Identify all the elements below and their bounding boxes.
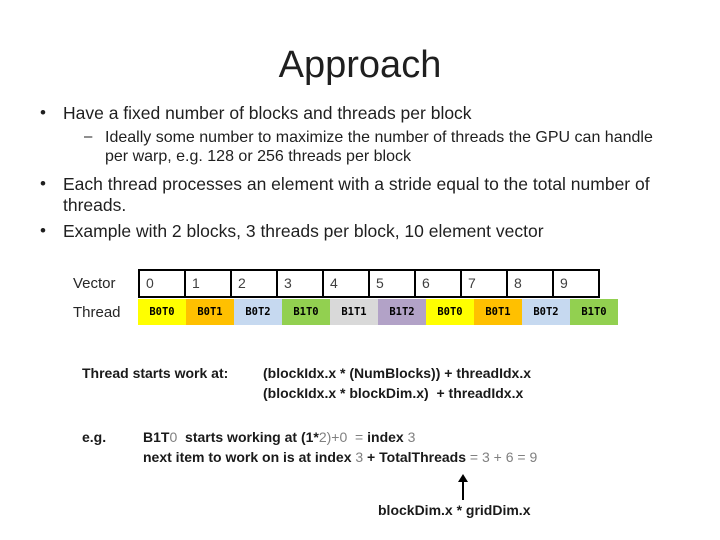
vector-cell: 3 xyxy=(276,269,324,298)
formula-numblocks: (blockIdx.x * (NumBlocks)) + threadIdx.x xyxy=(263,365,532,381)
thread-cell: B1T1 xyxy=(330,299,378,325)
arrow-annotation: blockDim.x * gridDim.x xyxy=(378,502,531,518)
up-arrow-icon xyxy=(456,474,470,500)
example-number: 3 xyxy=(355,449,364,465)
example-line-1: B1T0 starts working at (1*2)+0 = index 3 xyxy=(143,429,415,445)
vector-cell: 0 xyxy=(138,269,186,298)
thread-cell: B1T2 xyxy=(378,299,426,325)
example-text: next item to work on is at index xyxy=(143,449,356,465)
arrow-head xyxy=(458,474,468,482)
thread-cell: B0T0 xyxy=(138,299,186,325)
example-text: TotalThreads xyxy=(379,449,467,465)
page-title: Approach xyxy=(278,44,442,86)
thread-cell: B0T2 xyxy=(522,299,570,325)
example-text: index xyxy=(367,429,408,445)
example-number: 0 xyxy=(169,429,178,445)
bullet-marker: • xyxy=(40,174,46,193)
vector-cell: 8 xyxy=(506,269,554,298)
example-number: = 3 + 6 = 9 xyxy=(466,449,538,465)
thread-cell: B0T0 xyxy=(426,299,474,325)
bullet-item-3: • Example with 2 blocks, 3 threads per b… xyxy=(40,221,663,242)
vector-cell: 1 xyxy=(184,269,232,298)
arrow-stem xyxy=(462,481,464,500)
bullet-text: Have a fixed number of blocks and thread… xyxy=(63,103,472,123)
thread-cell: B0T1 xyxy=(474,299,522,325)
thread-row: B0T0 B0T1 B0T2 B1T0 B1T1 B1T2 B0T0 B0T1 … xyxy=(138,299,618,325)
example-text: starts working at (1* xyxy=(177,429,319,445)
example-operator: = xyxy=(347,429,368,445)
vector-cell: 4 xyxy=(322,269,370,298)
example-number: 3 xyxy=(407,429,416,445)
bullet-item-1: • Have a fixed number of blocks and thre… xyxy=(40,103,663,124)
vector-cell: 5 xyxy=(368,269,416,298)
vector-row: 0 1 2 3 4 5 6 7 8 9 xyxy=(138,269,600,298)
example-text: B1T xyxy=(143,429,170,445)
example-number: 2)+0 xyxy=(318,429,348,445)
bullet-text: Each thread processes an element with a … xyxy=(63,174,650,215)
sub-bullet-marker: – xyxy=(84,128,93,145)
vector-cell: 6 xyxy=(414,269,462,298)
thread-start-label: Thread starts work at: xyxy=(82,365,229,381)
thread-cell: B1T0 xyxy=(282,299,330,325)
thread-cell: B1T0 xyxy=(570,299,618,325)
thread-cell: B0T2 xyxy=(234,299,282,325)
bullet-item-2: • Each thread processes an element with … xyxy=(40,174,663,216)
vector-cell: 9 xyxy=(552,269,600,298)
bullet-marker: • xyxy=(40,103,46,122)
thread-cell: B0T1 xyxy=(186,299,234,325)
example-label: e.g. xyxy=(82,429,107,445)
vector-cell: 7 xyxy=(460,269,508,298)
sub-bullet-text: Ideally some number to maximize the numb… xyxy=(105,129,653,165)
bullet-marker: • xyxy=(40,221,46,240)
example-operator: + xyxy=(363,449,380,465)
vector-row-label: Vector xyxy=(73,275,116,292)
formula-blockdim: (blockIdx.x * blockDim.x) + threadIdx.x xyxy=(263,385,524,401)
thread-row-label: Thread xyxy=(73,304,121,321)
sub-bullet-item: – Ideally some number to maximize the nu… xyxy=(84,128,680,166)
bullet-text: Example with 2 blocks, 3 threads per blo… xyxy=(63,221,544,241)
vector-cell: 2 xyxy=(230,269,278,298)
example-line-2: next item to work on is at index 3 + Tot… xyxy=(143,449,537,465)
